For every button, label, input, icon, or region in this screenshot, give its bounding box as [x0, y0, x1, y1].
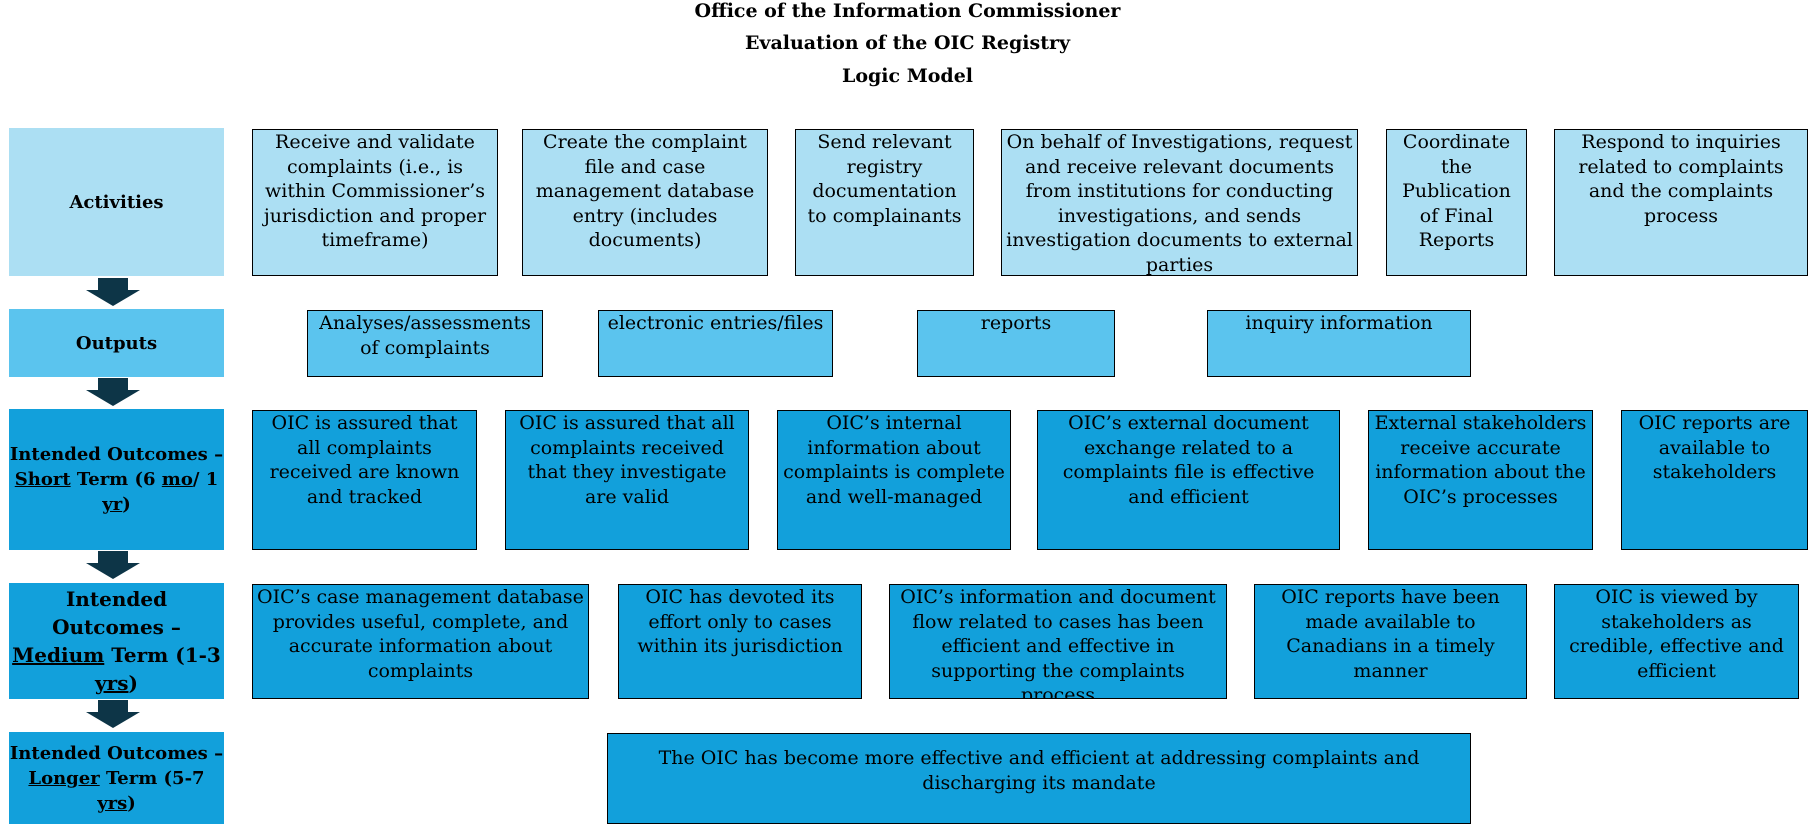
- row-label-longer-term: Intended Outcomes – Longer Term (5-7 yrs…: [9, 732, 224, 824]
- row-label-activities: Activities: [9, 128, 224, 276]
- longer-term-outcome-box: The OIC has become more effective and ef…: [607, 733, 1471, 824]
- down-arrow-icon: [86, 278, 140, 306]
- row-label-outputs: Outputs: [9, 309, 224, 377]
- row-label-short-term: Intended Outcomes – Short Term (6 mo/ 1 …: [9, 409, 224, 550]
- output-box: Analyses/assessments of complaints: [307, 310, 543, 377]
- output-box: electronic entries/files: [598, 310, 833, 377]
- medium-term-outcome-box: OIC’s case management database provides …: [252, 584, 589, 699]
- medium-term-outcome-box: OIC has devoted its effort only to cases…: [618, 584, 862, 699]
- short-term-outcome-box: External stakeholders receive accurate i…: [1368, 410, 1593, 550]
- header-title-line2: Evaluation of the OIC Registry: [744, 32, 1071, 54]
- down-arrow-icon: [86, 700, 140, 728]
- output-box: inquiry information: [1207, 310, 1471, 377]
- short-term-outcome-box: OIC’s internal information about complai…: [777, 410, 1011, 550]
- short-term-outcome-box: OIC reports are available to stakeholder…: [1621, 410, 1808, 550]
- row-label-longer-term-text: Intended Outcomes – Longer Term (5-7 yrs…: [9, 742, 224, 814]
- medium-term-outcome-box: OIC’s information and document flow rela…: [889, 584, 1227, 699]
- row-label-activities-text: Activities: [69, 191, 164, 213]
- down-arrow-icon: [86, 551, 140, 579]
- activity-box: Respond to inquiries related to complain…: [1554, 129, 1808, 276]
- activity-box: Create the complaint file and case manag…: [522, 129, 768, 276]
- activity-box: On behalf of Investigations, request and…: [1001, 129, 1358, 276]
- output-box: reports: [917, 310, 1115, 377]
- short-term-outcome-box: OIC is assured that all complaints recei…: [252, 410, 477, 550]
- activity-box: Receive and validate complaints (i.e., i…: [252, 129, 498, 276]
- header-title-line3: Logic Model: [841, 65, 973, 87]
- activity-box: Coordinate the Publication of Final Repo…: [1386, 129, 1527, 276]
- down-arrow-icon: [86, 378, 140, 406]
- header-title-line1: Office of the Information Commissioner: [694, 0, 1121, 22]
- row-label-medium-term: Intended Outcomes – Medium Term (1-3 yrs…: [9, 583, 224, 699]
- short-term-outcome-box: OIC is assured that all complaints recei…: [505, 410, 749, 550]
- row-label-outputs-text: Outputs: [75, 332, 158, 354]
- row-label-short-term-text: Intended Outcomes – Short Term (6 mo/ 1 …: [9, 444, 224, 515]
- activity-box: Send relevant registry documentation to …: [795, 129, 974, 276]
- row-label-medium-term-text: Intended Outcomes – Medium Term (1-3 yrs…: [12, 587, 221, 695]
- medium-term-outcome-box: OIC reports have been made available to …: [1254, 584, 1527, 699]
- medium-term-outcome-box: OIC is viewed by stakeholders as credibl…: [1554, 584, 1799, 699]
- short-term-outcome-box: OIC’s external document exchange related…: [1037, 410, 1340, 550]
